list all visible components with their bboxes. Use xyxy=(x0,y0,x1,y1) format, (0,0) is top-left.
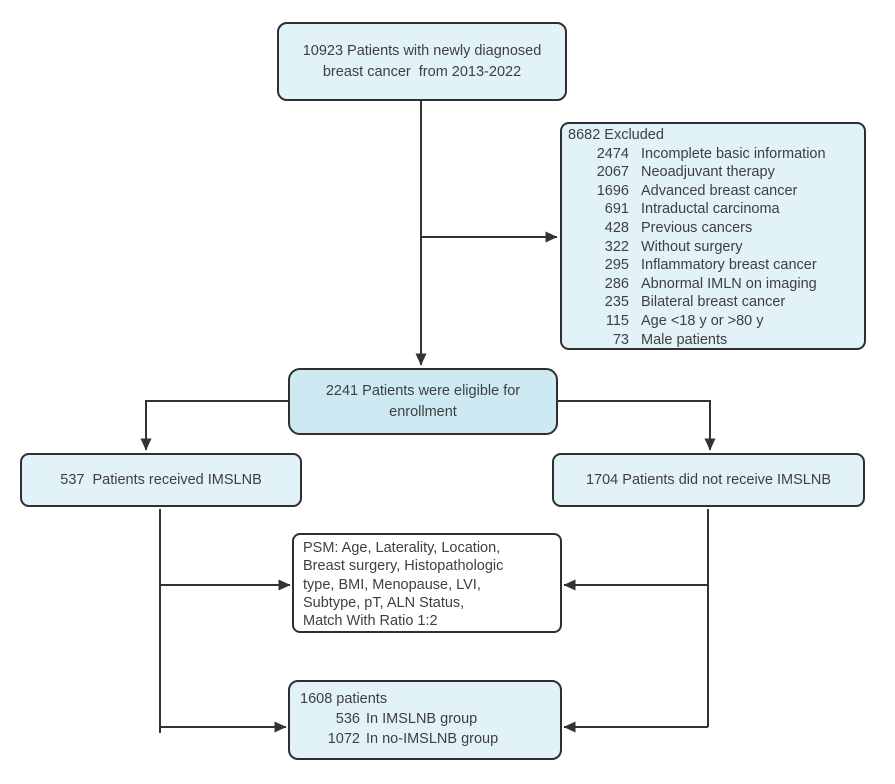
excluded-reason: Neoadjuvant therapy xyxy=(641,164,775,181)
psm-line: Breast surgery, Histopathologic xyxy=(303,558,504,575)
excluded-item: 428 Previous cancers xyxy=(567,219,858,238)
received-text: 537 Patients received IMSLNB xyxy=(60,471,262,488)
connector-eligible-to-received xyxy=(140,400,288,451)
matched-group: 1072 In no-IMSLNB group xyxy=(298,729,552,749)
excluded-reason: Intraductal carcinoma xyxy=(641,201,780,218)
excluded-item: 235 Bilateral breast cancer xyxy=(567,293,858,312)
excluded-count: 428 xyxy=(604,219,629,236)
excluded-count: 2474 xyxy=(596,145,629,162)
diagnosed-line: breast cancer from 2013-2022 xyxy=(322,63,522,80)
excluded-reason: Without surgery xyxy=(641,238,743,255)
excluded-item: 115 Age <18 y or >80 y xyxy=(567,312,858,331)
connector-eligible-to-notreceived xyxy=(558,400,716,451)
psm-line: Subtype, pT, ALN Status, xyxy=(303,594,465,611)
matched-count: 536 xyxy=(335,711,360,727)
box-eligible-patients: 2241 Patients were eligible for enrollme… xyxy=(288,368,558,435)
psm-line: type, BMI, Menopause, LVI, xyxy=(303,576,481,593)
excluded-count: 235 xyxy=(604,294,629,311)
eligible-line: enrollment xyxy=(389,403,457,420)
box-psm-matching: PSM: Age, Laterality, Location, Breast s… xyxy=(292,533,562,633)
box-excluded: 8682 Excluded 2474 Incomplete basic info… xyxy=(560,122,866,350)
excluded-item: 691 Intraductal carcinoma xyxy=(567,200,858,219)
eligible-line: 2241 Patients were eligible for xyxy=(325,382,521,399)
psm-line: PSM: Age, Laterality, Location, xyxy=(303,540,501,556)
excluded-header: 8682 Excluded xyxy=(568,127,664,143)
box-diagnosed-patients: 10923 Patients with newly diagnosed brea… xyxy=(277,22,567,101)
excluded-count: 73 xyxy=(612,331,629,348)
box-not-received-imslnb: 1704 Patients did not receive IMSLNB xyxy=(552,453,865,507)
excluded-item: 322 Without surgery xyxy=(567,238,858,257)
excluded-count: 691 xyxy=(604,201,629,218)
excluded-count: 1696 xyxy=(596,182,629,199)
box-received-imslnb: 537 Patients received IMSLNB xyxy=(20,453,302,507)
excluded-reason: Male patients xyxy=(641,331,728,348)
box-matched-cohort: 1608 patients 536 In IMSLNB group 1072 I… xyxy=(288,680,562,760)
excluded-item: 2067 Neoadjuvant therapy xyxy=(567,163,858,182)
excluded-reason: Bilateral breast cancer xyxy=(641,294,786,311)
excluded-item: 286 Abnormal IMLN on imaging xyxy=(567,275,858,294)
excluded-count: 322 xyxy=(604,238,629,255)
psm-line: Match With Ratio 1:2 xyxy=(303,613,438,630)
matched-group-label: In no-IMSLNB group xyxy=(366,731,499,747)
excluded-count: 115 xyxy=(605,312,629,329)
excluded-reason: Incomplete basic information xyxy=(641,145,826,162)
excluded-item: 2474 Incomplete basic information xyxy=(567,145,858,164)
matched-header: 1608 patients xyxy=(300,691,388,707)
matched-count: 1072 xyxy=(327,731,360,747)
diagnosed-line: 10923 Patients with newly diagnosed xyxy=(302,42,542,59)
excluded-reason: Previous cancers xyxy=(641,219,753,236)
excluded-reason: Age <18 y or >80 y xyxy=(641,312,764,329)
excluded-reason: Abnormal IMLN on imaging xyxy=(641,275,817,292)
excluded-count: 286 xyxy=(604,275,629,292)
excluded-reason: Inflammatory breast cancer xyxy=(641,257,817,274)
excluded-count: 2067 xyxy=(596,164,629,181)
excluded-reason: Advanced breast cancer xyxy=(641,182,798,199)
matched-group-label: In IMSLNB group xyxy=(366,711,478,727)
excluded-item: 73 Male patients xyxy=(567,331,858,350)
excluded-item: 1696 Advanced breast cancer xyxy=(567,182,858,201)
not-received-text: 1704 Patients did not receive IMSLNB xyxy=(585,471,832,488)
excluded-item: 295 Inflammatory breast cancer xyxy=(567,256,858,275)
excluded-count: 295 xyxy=(604,257,629,274)
matched-group: 536 In IMSLNB group xyxy=(298,709,552,729)
